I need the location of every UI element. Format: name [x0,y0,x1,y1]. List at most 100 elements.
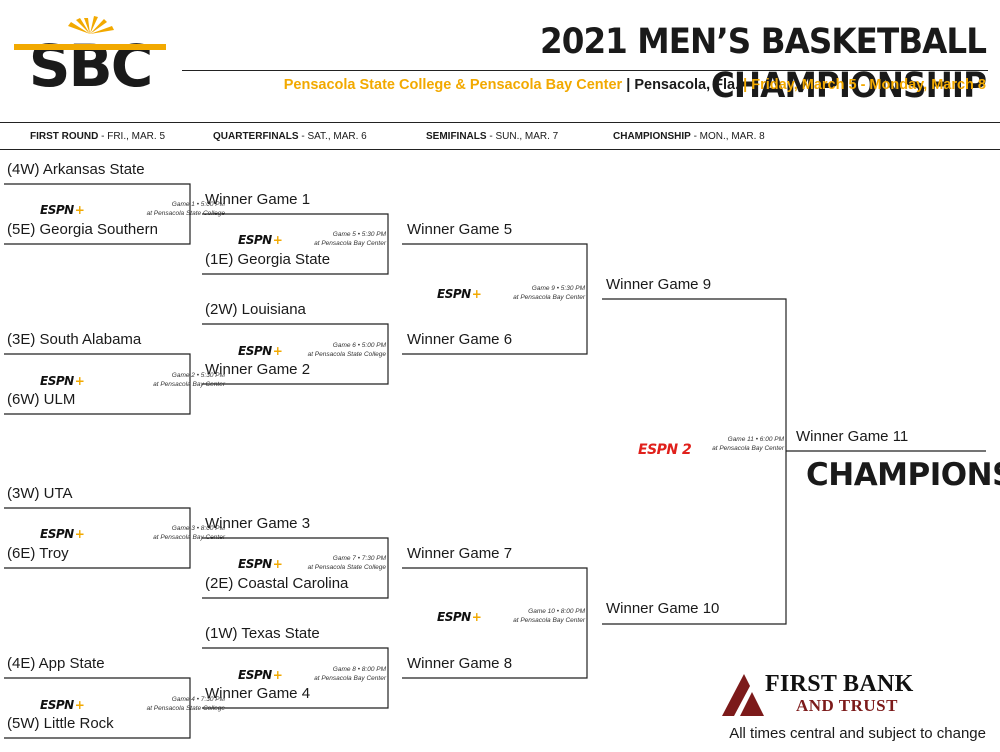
network-name: ESPN [238,344,272,358]
game-venue: at Pensacola Bay Center [153,381,225,388]
svg-text:SBC: SBC [29,32,152,92]
round-name: QUARTERFINALS [213,131,299,142]
network-name: ESPN [40,203,74,217]
team-slot: Winner Game 1 [205,191,311,208]
team-slot: Winner Game 7 [407,545,513,562]
game-info: ESPN+ Game 7 • 7:30 PM at Pensacola State… [238,554,386,576]
game-venue: at Pensacola Bay Center [513,617,585,624]
espn-plus-logo: ESPN+ [40,698,85,712]
page-title: 2021 MEN’S BASKETBALL CHAMPIONSHIP [540,22,987,106]
team-slot: (1W) Texas State [205,625,320,642]
sbc-logo: SBC [14,16,166,92]
espn-plus-logo: ESPN+ [40,203,85,217]
round-name: FIRST ROUND [30,131,99,142]
team-slot: Winner Game 4 [205,685,311,702]
game-time: Game 7 • 7:30 PM [332,555,386,562]
team-slot: (3W) UTA [7,485,73,502]
sponsor-name: FIRST BANK [765,671,914,697]
game-venue: at Pensacola Bay Center [513,294,585,301]
game-time: Game 6 • 5:00 PM [332,342,386,349]
game-time: Game 5 • 5:30 PM [332,231,386,238]
round-date: - SUN., MAR. 7 [486,131,559,142]
round-label-semifinals: SEMIFINALS - SUN., MAR. 7 [426,130,558,144]
team-slot: (3E) South Alabama [7,331,142,348]
network-name: ESPN [238,668,272,682]
game-info: ESPN+ Game 8 • 8:00 PM at Pensacola Bay C… [238,665,386,687]
game-venue: at Pensacola State College [307,564,386,571]
game-venue: at Pensacola Bay Center [314,675,386,682]
team-slot: (5E) Georgia Southern [7,221,158,238]
game-info: ESPN+ Game 5 • 5:30 PM at Pensacola Bay C… [238,230,386,252]
team-slot: Winner Game 9 [606,276,712,293]
game-info: ESPN+ Game 9 • 5:30 PM at Pensacola Bay C… [437,284,585,306]
game-time: Game 3 • 8:00 PM [171,525,225,532]
separator: | [743,77,748,93]
espn-plus-logo: ESPN+ [40,527,85,541]
espn-plus-logo: ESPN+ [238,668,283,682]
team-slot: (4W) Arkansas State [7,161,145,178]
team-slot: Winner Game 11 [796,428,909,445]
game-venue: at Pensacola Bay Center [314,240,386,247]
round-name: CHAMPIONSHIP [613,131,691,142]
plus-icon: + [272,344,283,358]
team-slot: Winner Game 5 [407,221,513,238]
espn-plus-logo: ESPN+ [437,287,482,301]
footer-note: All times central and subject to change [729,725,986,742]
team-slot: Winner Game 6 [407,331,513,348]
game-venue: at Pensacola State College [146,210,225,217]
game-time: Game 10 • 8:00 PM [528,608,585,615]
round-name: SEMIFINALS [426,131,487,142]
plus-icon: + [74,698,85,712]
team-slot: (1E) Georgia State [205,251,331,268]
network-name: ESPN [238,233,272,247]
venue-text: Pensacola State College & Pensacola Bay … [283,77,623,93]
city-text: Pensacola, Fla. [634,77,740,93]
game-venue: at Pensacola State College [146,705,225,712]
network-name: ESPN [40,698,74,712]
dates-text: Friday, March 5 - Monday, March 8 [751,77,986,93]
rounds-header-bar [0,122,1000,150]
plus-icon: + [272,233,283,247]
round-date: - FRI., MAR. 5 [98,131,166,142]
champions-label: CHAMPIONS [806,457,1000,493]
round-date: - SAT., MAR. 6 [298,131,367,142]
team-slot: Winner Game 10 [606,600,720,617]
team-slot: (2W) Louisiana [205,301,306,318]
game-time: Game 4 • 7:30 PM [171,696,225,703]
network-name: ESPN [437,287,471,301]
espn-plus-logo: ESPN+ [437,610,482,624]
round-date: - MON., MAR. 8 [690,131,765,142]
team-slot: (6E) Troy [7,545,69,562]
separator: | [626,77,631,93]
sponsor-subname: AND TRUST [796,696,898,715]
round-label-championship: CHAMPIONSHIP - MON., MAR. 8 [613,130,765,144]
plus-icon: + [272,557,283,571]
game-time: Game 11 • 6:00 PM [727,436,784,443]
plus-icon: + [471,287,482,301]
plus-icon: + [74,203,85,217]
plus-icon: + [272,668,283,682]
network-name: ESPN [437,610,471,624]
espn-plus-logo: ESPN+ [238,557,283,571]
team-slot: (5W) Little Rock [7,715,114,732]
espn-plus-logo: ESPN+ [238,233,283,247]
team-slot: Winner Game 2 [205,361,311,378]
network-name: ESPN 2 [638,442,692,458]
game-time: Game 9 • 5:30 PM [531,285,585,292]
plus-icon: + [74,374,85,388]
first-bank-logo-icon [722,674,764,716]
game-venue: at Pensacola State College [307,351,386,358]
event-subtitle: Pensacola State College & Pensacola Bay … [180,76,986,94]
network-name: ESPN [40,527,74,541]
round-label-quarterfinals: QUARTERFINALS - SAT., MAR. 6 [213,130,367,144]
game-venue: at Pensacola Bay Center [153,534,225,541]
espn2-logo: ESPN 2 [638,441,692,459]
game-info: ESPN+ Game 6 • 5:00 PM at Pensacola State… [238,341,386,363]
team-slot: Winner Game 3 [205,515,311,532]
game-time: Game 8 • 8:00 PM [332,666,386,673]
game-venue: at Pensacola Bay Center [712,445,784,452]
network-name: ESPN [40,374,74,388]
team-slot: (4E) App State [7,655,105,672]
